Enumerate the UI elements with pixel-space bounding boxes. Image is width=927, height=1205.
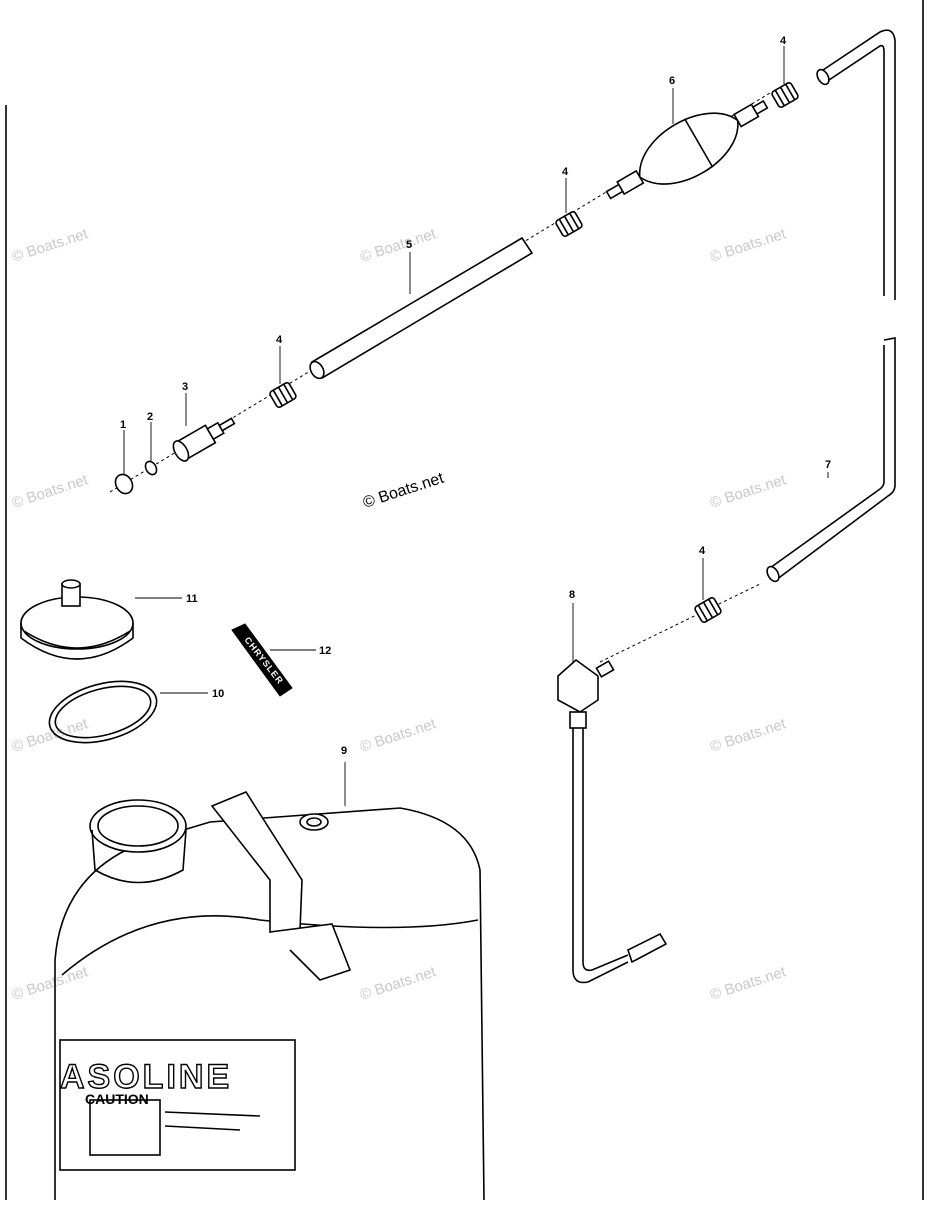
callout-4: 4 — [276, 334, 283, 346]
tank-caution-text: CAUTION — [85, 1091, 149, 1107]
part-6-primer-bulb — [605, 99, 769, 200]
watermark: © Boats.net — [358, 963, 439, 1004]
callouts: 1 2 3 4 4 4 4 5 6 7 8 9 10 11 12 — [120, 35, 831, 757]
callout-7: 7 — [825, 459, 831, 471]
watermark: © Boats.net — [10, 471, 91, 512]
part-10-gasket — [48, 680, 158, 744]
callout-8: 8 — [569, 589, 575, 601]
callout-5: 5 — [406, 239, 412, 251]
tank-brand-text: ASOLINE — [60, 1058, 232, 1096]
part-2-ring — [144, 460, 158, 476]
watermark: © Boats.net — [708, 715, 789, 756]
decal-text: CHRYSLER — [242, 635, 285, 686]
callout-4: 4 — [699, 545, 706, 557]
watermark: © Boats.net — [358, 225, 439, 266]
callout-2: 2 — [147, 411, 153, 423]
callout-10: 10 — [212, 688, 224, 700]
callout-9: 9 — [341, 745, 347, 757]
part-9-tank: ASOLINE CAUTION — [54, 791, 485, 1201]
watermark: © Boats.net — [358, 715, 439, 756]
assembly-centerline-lower — [599, 583, 761, 663]
part-1-o-ring — [114, 473, 134, 495]
watermark: © Boats.net — [10, 715, 91, 756]
part-4-clamp-a — [269, 382, 297, 408]
callout-3: 3 — [182, 381, 188, 393]
watermark: © Boats.net — [708, 225, 789, 266]
callout-4: 4 — [780, 35, 787, 47]
part-5-hose — [309, 236, 534, 380]
watermark: © Boats.net — [361, 470, 447, 512]
callout-6: 6 — [669, 75, 675, 87]
part-11-cap — [20, 579, 134, 660]
part-4-clamp-b — [555, 211, 583, 237]
callout-4: 4 — [562, 166, 569, 178]
part-12-decal: CHRYSLER — [231, 623, 293, 697]
callout-1: 1 — [120, 419, 126, 431]
watermark: © Boats.net — [708, 471, 789, 512]
part-3-connector — [172, 417, 236, 462]
watermark: © Boats.net — [10, 225, 91, 266]
part-7-hose — [766, 29, 896, 583]
part-8-pickup — [557, 658, 668, 984]
part-4-clamp-c — [771, 82, 799, 108]
watermark: © Boats.net — [708, 963, 789, 1004]
part-4-clamp-d — [694, 597, 722, 623]
callout-11: 11 — [186, 593, 198, 605]
watermark: © Boats.net — [10, 963, 91, 1004]
callout-12: 12 — [319, 645, 331, 657]
leader-lines — [123, 46, 829, 806]
